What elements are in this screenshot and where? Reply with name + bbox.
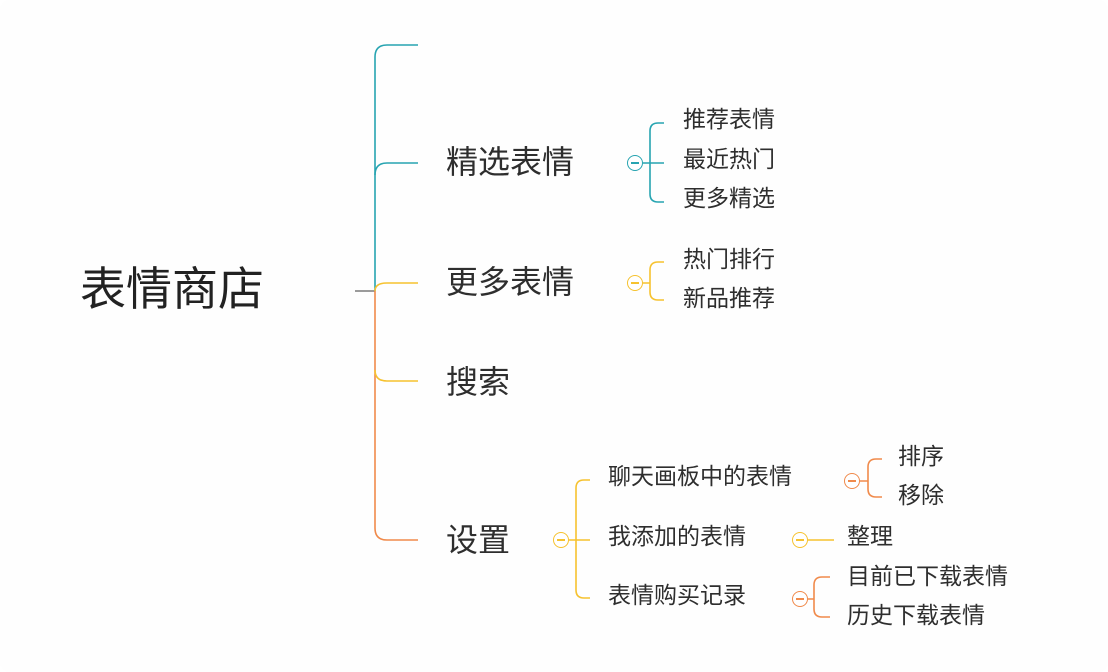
featured-bracket	[643, 122, 664, 203]
node-chat-panel[interactable]: 聊天画板中的表情	[608, 464, 792, 490]
chat-panel-bracket	[860, 458, 882, 498]
link-search	[374, 369, 418, 382]
more-bracket	[643, 261, 664, 301]
node-more-child[interactable]: 新品推荐	[683, 286, 775, 312]
node-settings[interactable]: 设置	[446, 521, 511, 559]
node-featured[interactable]: 精选表情	[446, 143, 575, 181]
purchases-bracket	[808, 576, 830, 618]
link-more	[374, 282, 418, 292]
node-chat-panel-child[interactable]: 移除	[898, 483, 944, 509]
settings-bracket	[569, 479, 590, 599]
teal-trunk	[374, 44, 418, 291]
node-chat-panel-child[interactable]: 排序	[898, 444, 944, 470]
orange-trunk	[374, 291, 418, 541]
node-purchases-child[interactable]: 历史下载表情	[847, 603, 985, 629]
node-more-child[interactable]: 热门排行	[683, 247, 775, 273]
collapse-toggle-icon[interactable]	[792, 532, 808, 548]
collapse-toggle-icon[interactable]	[627, 155, 643, 171]
node-purchases-child[interactable]: 目前已下载表情	[847, 564, 1008, 590]
node-featured-child[interactable]: 最近热门	[683, 147, 775, 173]
collapse-toggle-icon[interactable]	[844, 473, 860, 489]
node-featured-child[interactable]: 更多精选	[683, 186, 775, 212]
collapse-toggle-icon[interactable]	[553, 532, 569, 548]
node-more[interactable]: 更多表情	[446, 263, 575, 301]
node-purchases[interactable]: 表情购买记录	[608, 583, 746, 609]
node-featured-child[interactable]: 推荐表情	[683, 107, 775, 133]
node-search[interactable]: 搜索	[446, 363, 511, 401]
collapse-toggle-icon[interactable]	[627, 275, 643, 291]
link-featured	[374, 162, 418, 176]
node-my-added[interactable]: 我添加的表情	[608, 524, 746, 550]
node-my-added-child[interactable]: 整理	[847, 524, 893, 550]
collapse-toggle-icon[interactable]	[792, 591, 808, 607]
root-node[interactable]: 表情商店	[80, 262, 264, 316]
